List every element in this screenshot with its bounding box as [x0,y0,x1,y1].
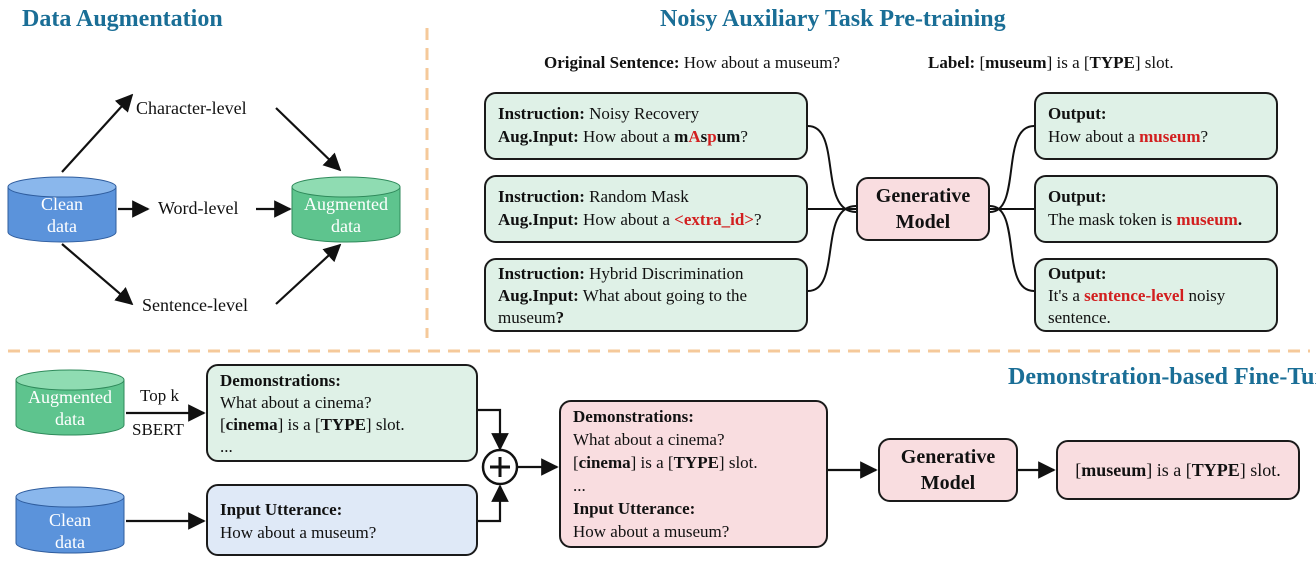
result-box: [museum] is a [TYPE] slot. [1056,440,1300,500]
plus-combine-icon [481,448,519,486]
clean-data-cylinder [7,176,117,243]
pretraining-title: Noisy Auxiliary Task Pre-training [660,6,1006,32]
character-level-label: Character-level [136,98,247,118]
finetune-clean-cylinder [15,486,125,554]
combined-prompt-box: Demonstrations: What about a cinema? [ci… [559,400,828,548]
word-level-label: Word-level [158,198,239,218]
label-line: Label: [museum] is a [TYPE] slot. [928,53,1174,72]
demonstrations-box: Demonstrations: What about a cinema? [ci… [206,364,478,462]
output-box-2: Output: The mask token is museum. [1034,175,1278,243]
sbert-label: SBERT [132,420,184,439]
hybrid-discrimination-task: Instruction: Hybrid Discrimination Aug.I… [484,258,808,332]
finetuning-title: Demonstration-based Fine-Tuning [1008,364,1316,390]
augmented-data-cylinder [291,176,401,243]
output-box-3: Output: It's a sentence-level noisy sent… [1034,258,1278,332]
input-utterance-box: Input Utterance: How about a museum? [206,484,478,556]
data-augmentation-title: Data Augmentation [22,6,223,32]
output-box-1: Output: How about a museum? [1034,92,1278,160]
original-sentence: Original Sentence: How about a museum? [544,53,841,72]
sentence-level-label: Sentence-level [142,295,248,315]
finetune-augmented-cylinder [15,369,125,436]
random-mask-task: Instruction: Random Mask Aug.Input: How … [484,175,808,243]
topk-label: Top k [140,386,179,405]
noisy-recovery-task: Instruction: Noisy Recovery Aug.Input: H… [484,92,808,160]
